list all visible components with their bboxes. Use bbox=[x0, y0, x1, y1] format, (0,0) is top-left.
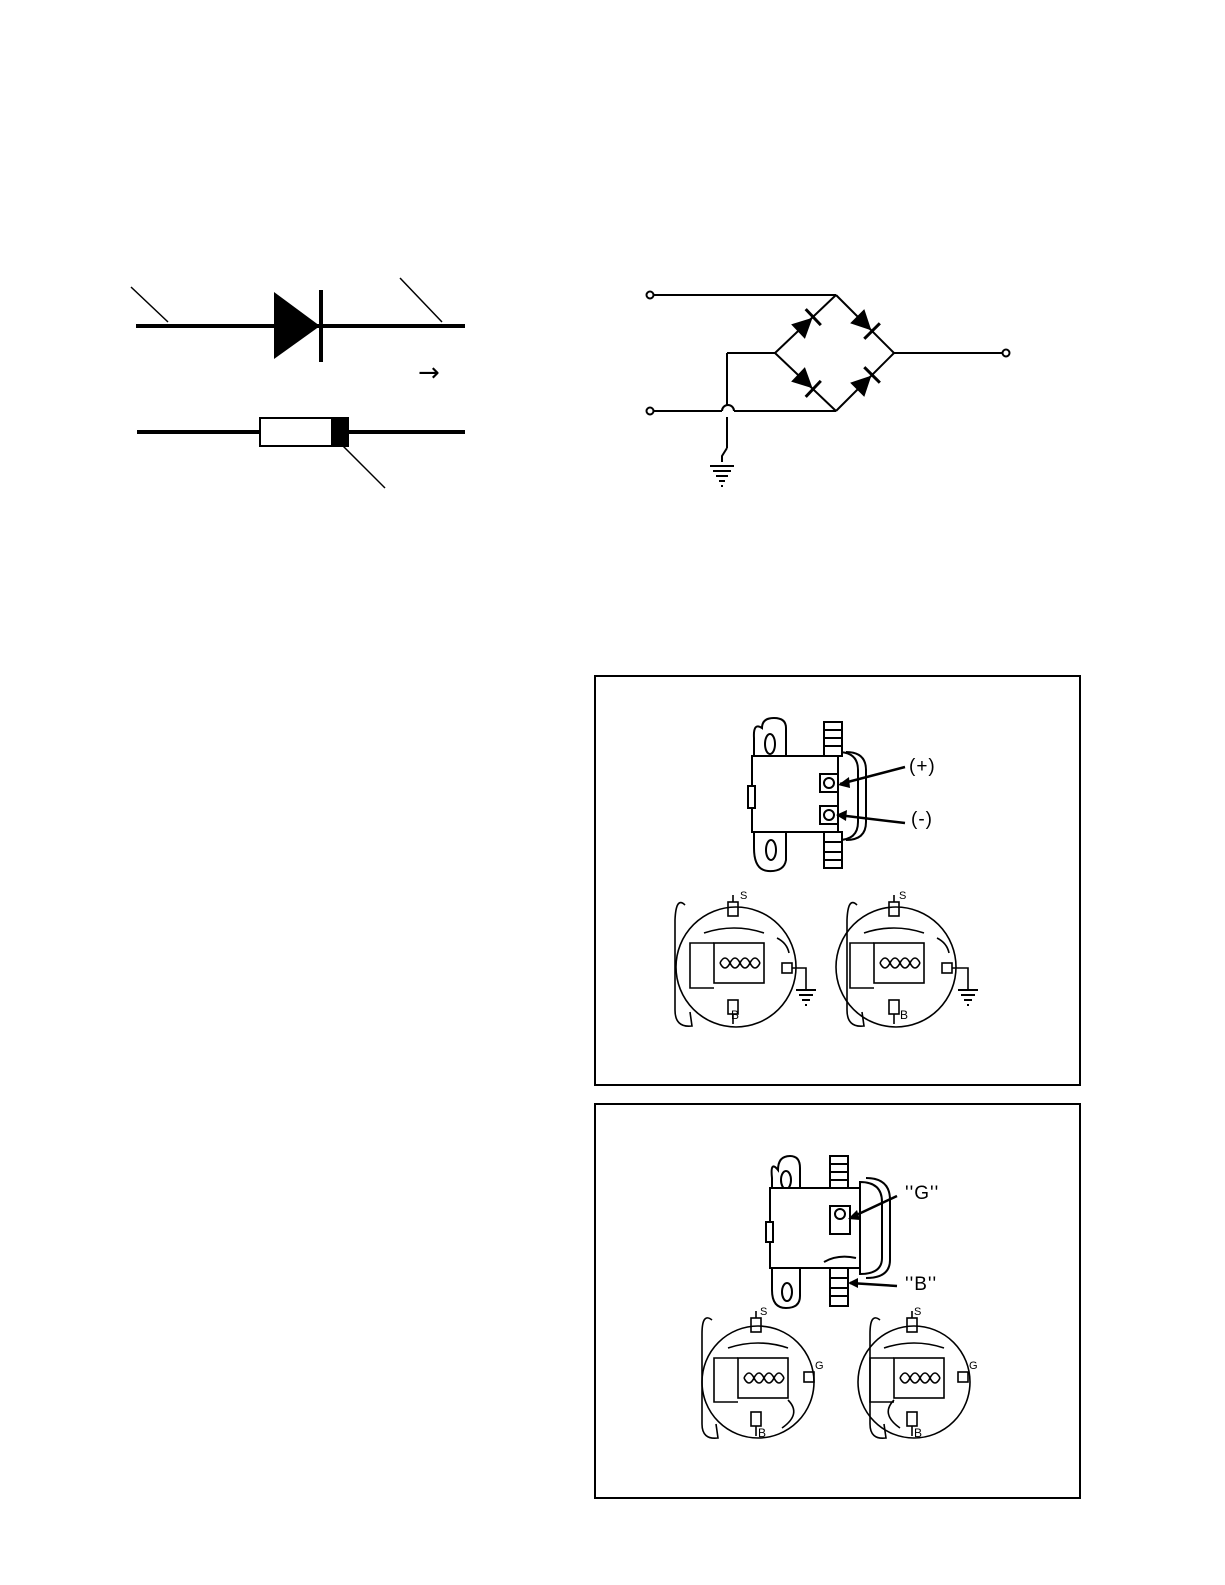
diode-symbol-triangle bbox=[274, 292, 320, 359]
grounded-right-b-label: B bbox=[914, 1426, 923, 1440]
cathode-leader-line bbox=[400, 278, 442, 322]
left-view-b-label: B bbox=[731, 1008, 740, 1022]
negative-terminal-label: (-) bbox=[911, 809, 933, 831]
left-view-s-label: S bbox=[740, 890, 748, 902]
bridge-diode-upper-right bbox=[849, 308, 879, 338]
band-leader-line bbox=[343, 446, 385, 488]
grounded-right-s-label: S bbox=[914, 1306, 922, 1318]
bridge-diode-lower-left bbox=[790, 366, 820, 396]
solenoid-panel-polarized bbox=[594, 675, 1081, 1086]
current-direction-arrow: → bbox=[418, 358, 440, 388]
solenoid-panel-grounded bbox=[594, 1103, 1081, 1499]
input-terminal-top bbox=[647, 292, 654, 299]
ground-symbol bbox=[710, 466, 734, 486]
output-terminal bbox=[1003, 350, 1010, 357]
grounded-left-b-label: B bbox=[758, 1426, 767, 1440]
physical-diode-body bbox=[260, 418, 348, 446]
grounded-left-g-label: G bbox=[815, 1360, 825, 1372]
bridge-diode-lower-right bbox=[849, 367, 879, 397]
g-terminal-label: ''G'' bbox=[905, 1183, 939, 1205]
right-view-b-label: B bbox=[900, 1008, 909, 1022]
input-terminal-bottom bbox=[647, 408, 654, 415]
bridge-diode-upper-left bbox=[790, 309, 820, 339]
physical-diode-cathode-band bbox=[331, 418, 348, 446]
grounded-right-g-label: G bbox=[969, 1360, 979, 1372]
grounded-left-s-label: S bbox=[760, 1306, 768, 1318]
right-view-s-label: S bbox=[899, 890, 907, 902]
positive-terminal-label: (+) bbox=[909, 756, 936, 778]
anode-leader-line bbox=[131, 287, 168, 322]
b-terminal-label: ''B'' bbox=[905, 1274, 937, 1296]
